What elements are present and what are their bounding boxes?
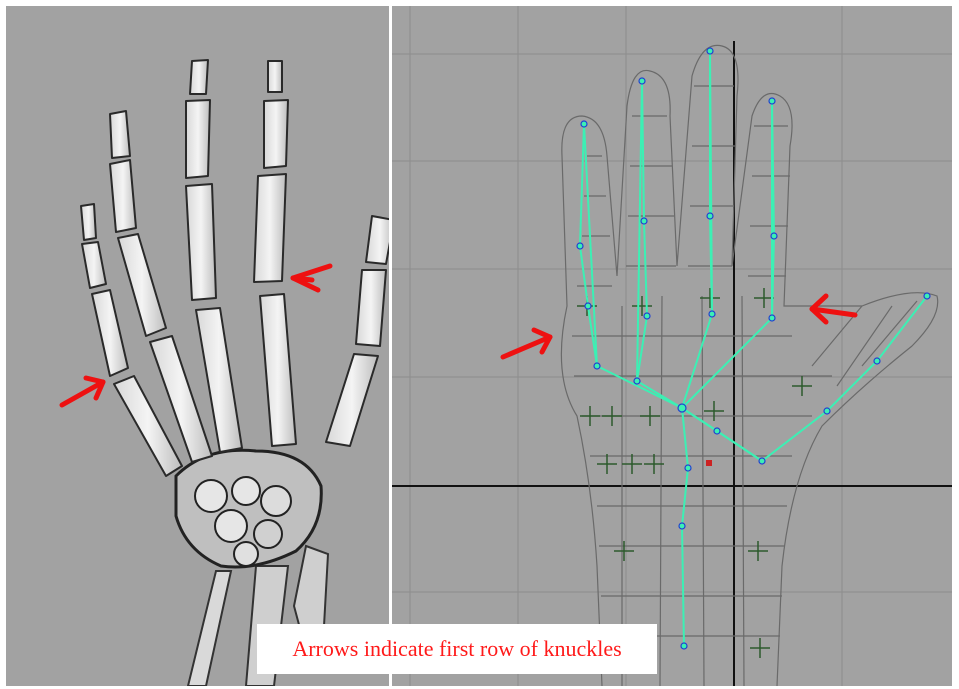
wireframe-hand-viewport: [392, 6, 952, 686]
rig-bones: [580, 51, 927, 646]
wireframe-hand-rig-icon: [392, 6, 952, 686]
viewport-grid: [392, 6, 952, 686]
skeleton-hand-image: [6, 6, 389, 686]
viewport-axes: [392, 41, 952, 686]
caption: Arrows indicate first row of knuckles: [257, 624, 657, 674]
hand-mesh: [561, 45, 937, 686]
pivot-marker: [706, 460, 712, 466]
skeleton-hand-icon: [6, 6, 389, 686]
rig-markers: [577, 288, 812, 658]
